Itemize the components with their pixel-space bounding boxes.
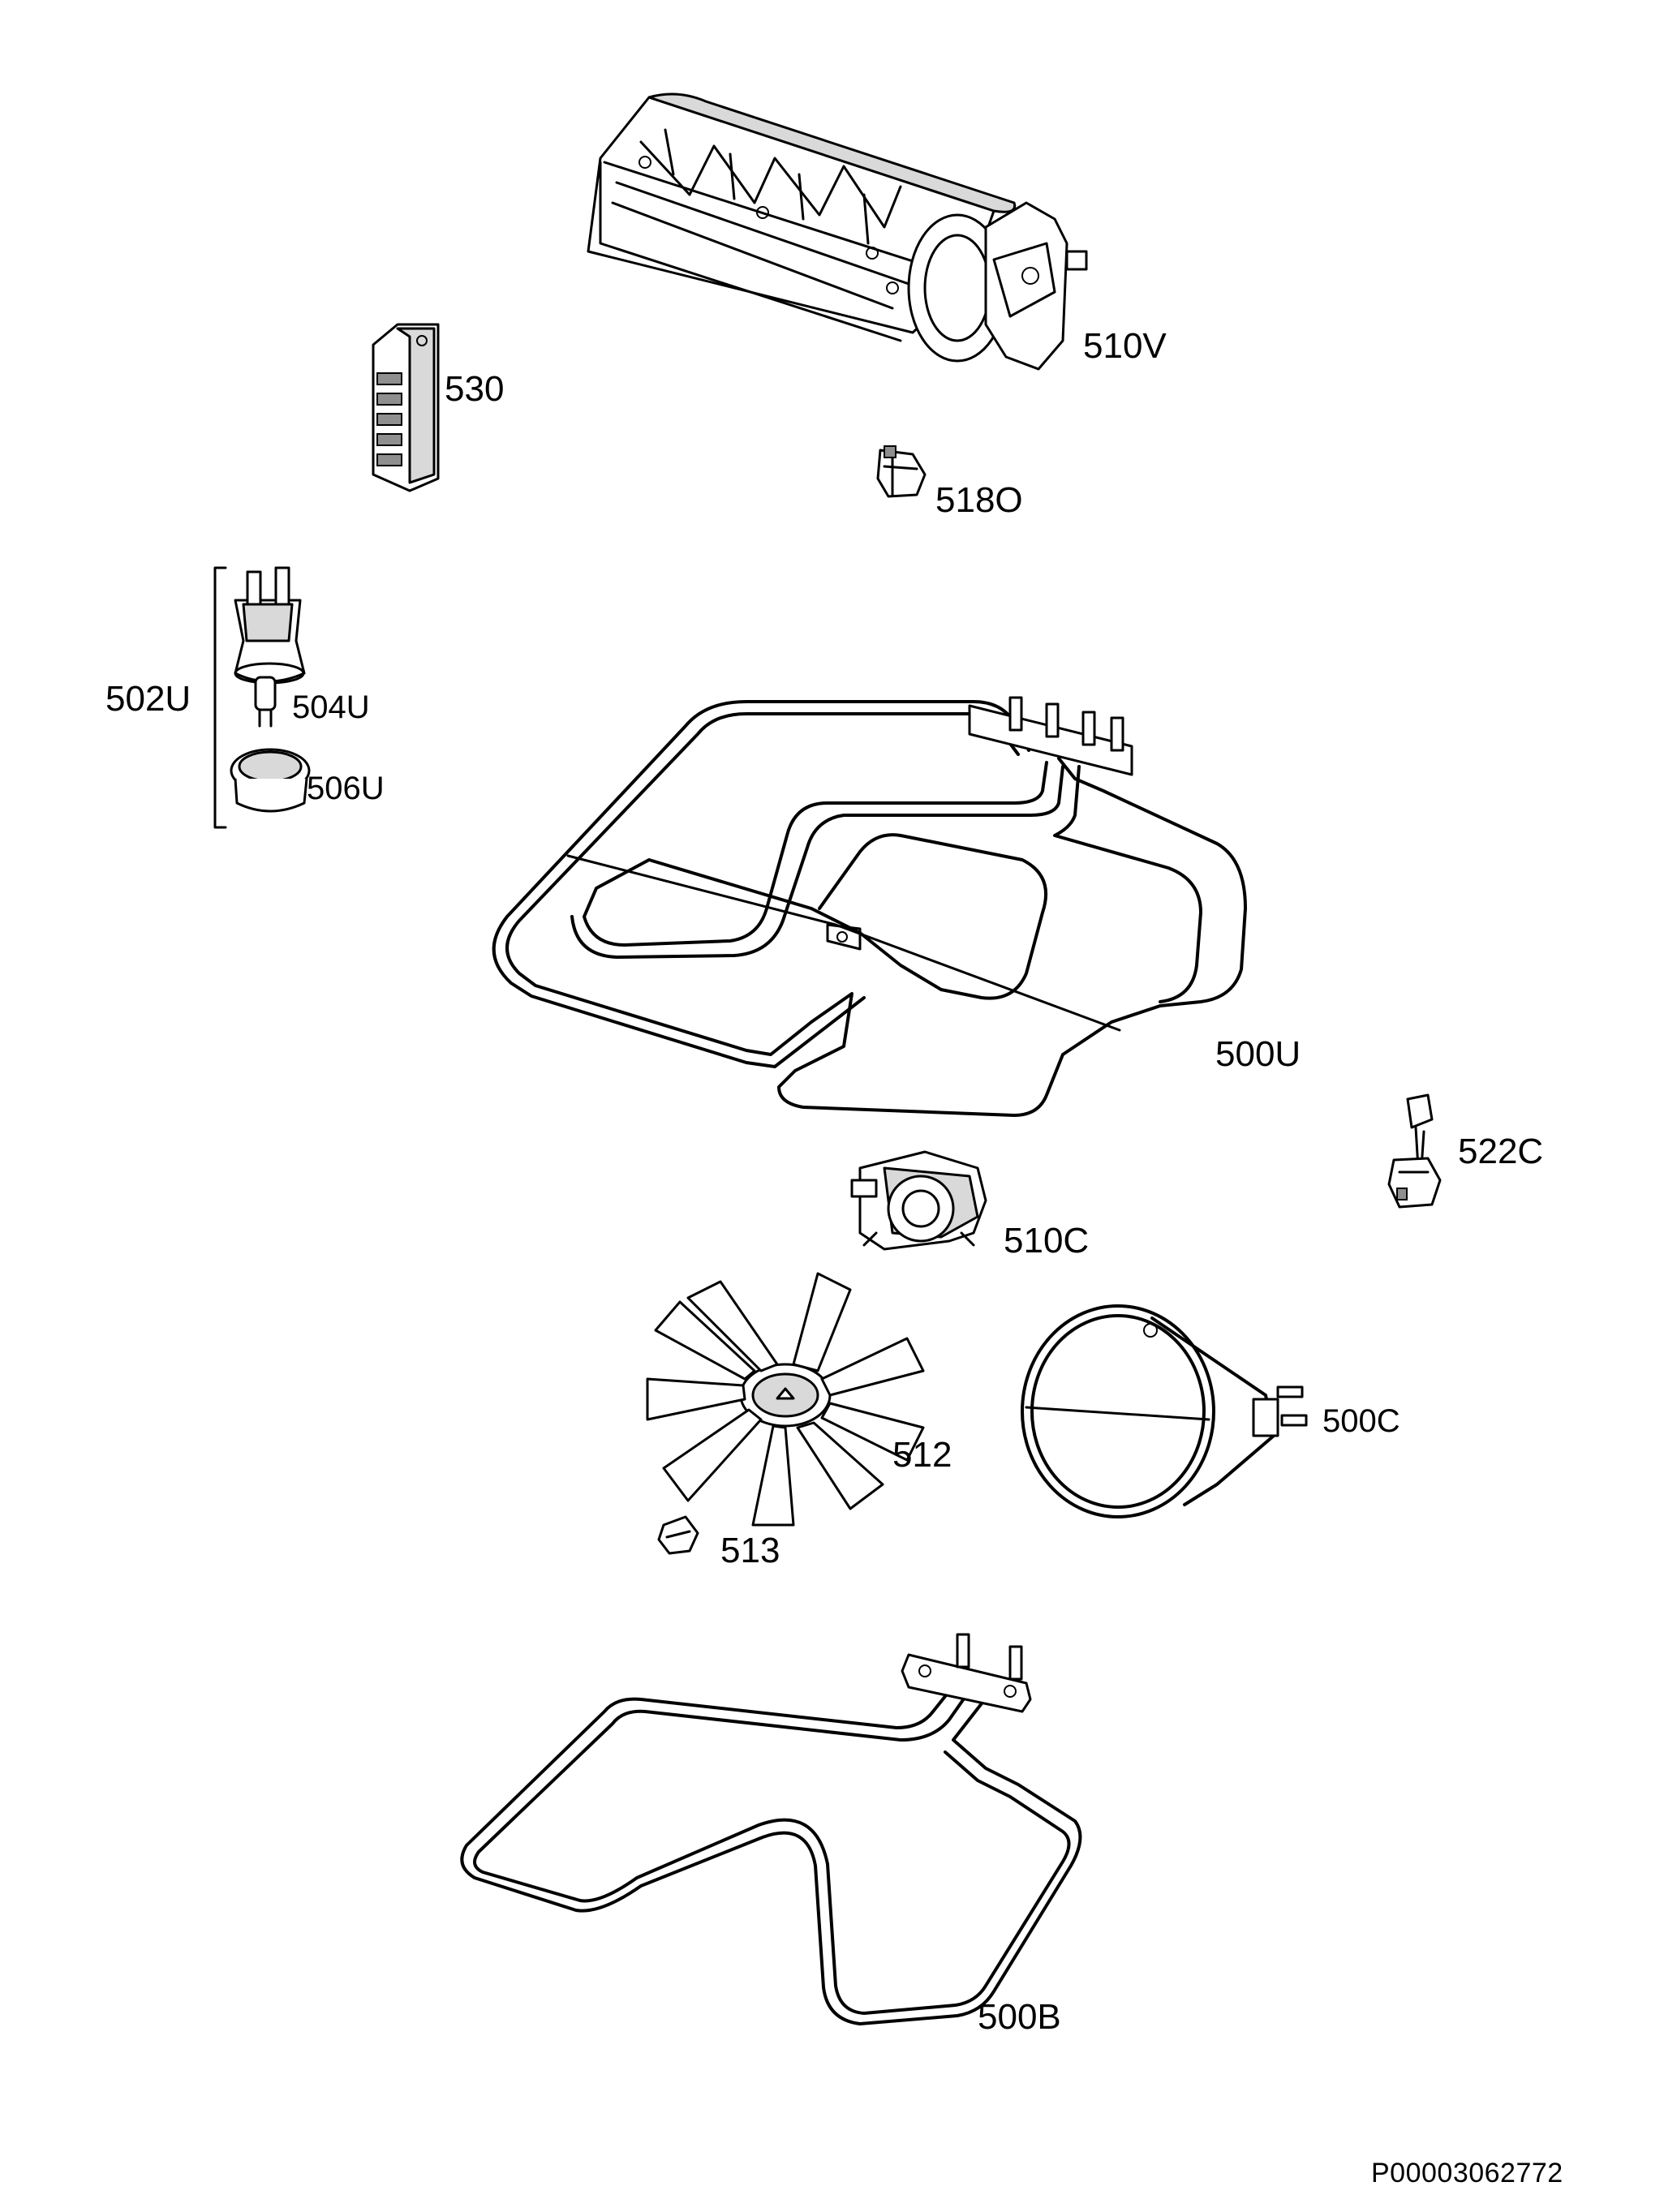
label-500u: 500U: [1215, 1034, 1301, 1074]
fan-motor-drawing: [850, 1150, 987, 1251]
label-530: 530: [445, 369, 505, 409]
label-510v: 510V: [1083, 326, 1167, 366]
tangential-fan-drawing: [587, 92, 1088, 371]
safety-thermostat-drawing: [1387, 1093, 1442, 1209]
label-513: 513: [720, 1531, 780, 1570]
fan-blade-drawing: [646, 1272, 925, 1527]
label-518o: 518O: [935, 480, 1023, 520]
label-512: 512: [892, 1435, 952, 1475]
fan-nut-drawing: [657, 1515, 699, 1555]
bottom-heating-element-drawing: [460, 1633, 1082, 2025]
label-506u: 506U: [307, 771, 385, 806]
top-heating-element-drawing: [492, 696, 1247, 1117]
thermostat-clip-drawing: [876, 445, 927, 498]
label-500c: 500C: [1322, 1403, 1400, 1439]
terminal-block-drawing: [372, 323, 440, 492]
label-500b: 500B: [978, 1997, 1061, 2037]
circular-heating-element-drawing: [1021, 1304, 1308, 1518]
label-502u: 502U: [105, 679, 191, 719]
label-522c: 522C: [1458, 1132, 1544, 1171]
lamp-group-drawing: [213, 566, 311, 829]
document-number: P00003062772: [1371, 2158, 1563, 2188]
label-510c: 510C: [1004, 1221, 1090, 1261]
label-504u: 504U: [292, 689, 370, 725]
